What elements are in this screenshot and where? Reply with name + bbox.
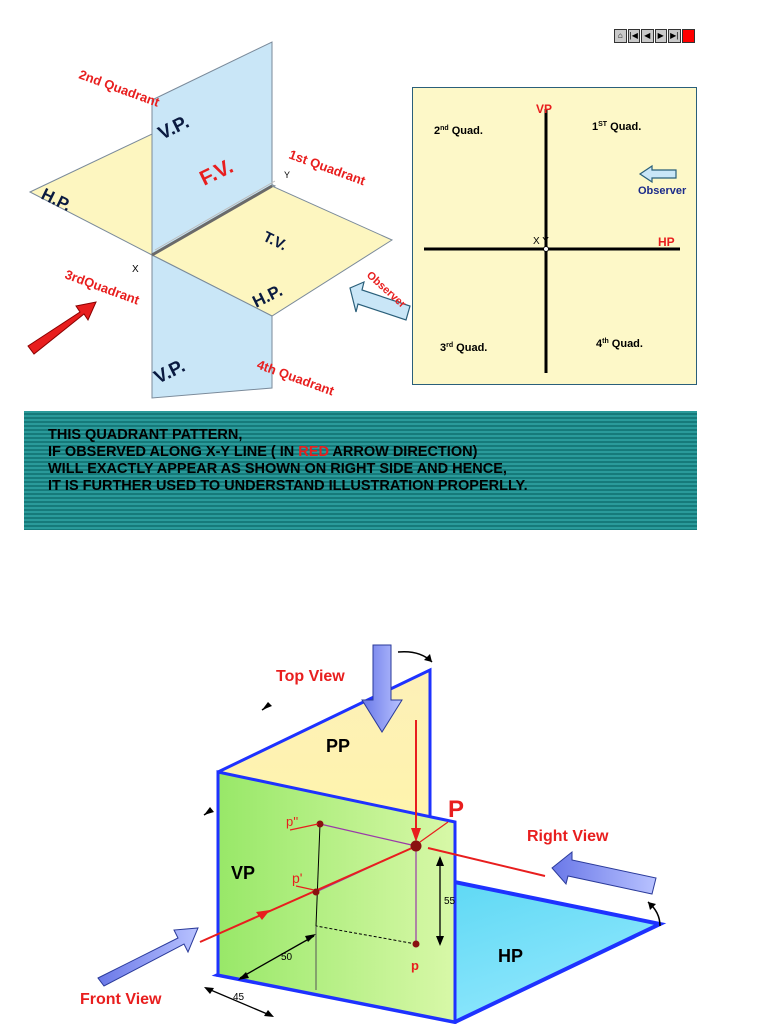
front-view-ray [199,847,413,943]
dim-arrow-icon [436,936,444,946]
projector-pp [319,823,417,847]
point-p-single-label: p' [292,870,302,886]
quad-1-label: 1ST Quad. [592,121,641,133]
quad-4-label: 4th Quad. [596,338,643,350]
observer-label: Observer [638,185,687,197]
vp-label: VP [231,863,255,883]
point-p-label: p [411,958,419,973]
last-slide-icon[interactable]: ▶| [668,29,681,43]
point-P [410,840,422,852]
vp-plane-lower [151,254,273,399]
dim-arrow-icon [264,1010,274,1017]
dim-arrow-icon [436,856,444,866]
front-view-label: Front View [80,991,162,1008]
explanation-banner: THIS QUADRANT PATTERN, IF OBSERVED ALONG… [24,411,697,530]
quadrant-3-label: 3rdQuadrant [63,267,142,308]
dim-arrow-icon [305,934,316,942]
leader-P [419,821,449,843]
explanation-line-2b: ARROW DIRECTION) [328,444,478,460]
origin-point [543,246,549,252]
explanation-text: THIS QUADRANT PATTERN, IF OBSERVED ALONG… [48,427,528,495]
slide-nav-bar: ⌂ |◀ ◀ ▶ ▶| [614,29,696,43]
point-p-double [316,820,324,828]
xy-label: X Y [533,236,549,247]
explanation-line-1: THIS QUADRANT PATTERN, [48,427,243,443]
quadrant-view-panel [412,87,697,385]
observer-arrow-icon [349,280,411,321]
y-label: Y [284,170,290,180]
next-slide-icon[interactable]: ▶ [654,29,667,43]
observer-arrow-icon [638,164,677,184]
rotation-arrowhead-icon [424,654,432,662]
vp-axis-label: VP [536,102,552,116]
isometric-quadrant-diagram: 2nd Quadrant 1st Quadrant 3rdQuadrant 4t… [27,41,411,399]
three-planes-diagram: Top View Right View Front View PP VP HP … [80,644,667,1024]
explanation-line-3: WILL EXACTLY APPEAR AS SHOWN ON RIGHT SI… [48,461,507,477]
top-view-arrow-icon [361,644,403,733]
stop-icon[interactable] [681,29,695,43]
explanation-line-2a: IF OBSERVED ALONG X-Y LINE ( IN [48,444,299,460]
xy-line-highlight [154,180,276,251]
first-slide-icon[interactable]: |◀ [627,29,640,43]
projector-pp-vertical [315,823,321,927]
point-p-double-label: p'' [286,814,298,829]
quad-2-label: 2nd Quad. [434,125,483,137]
quad-3-label: 3rd Quad. [440,342,487,354]
hp-axis-label: HP [658,235,675,249]
home-icon[interactable]: ⌂ [614,29,627,43]
rotation-arrowhead-icon [262,702,272,710]
red-arrow-icon [27,301,97,355]
quadrant-view-diagram: VP HP X Y 2nd Quad. 1ST Quad. 3rd Quad. … [424,102,687,373]
dimension-55-label: 55 [444,896,456,907]
point-p-single [312,888,320,896]
front-view-arrowhead-icon [256,910,270,920]
front-view-arrow-icon [97,927,199,987]
right-view-label: Right View [527,828,609,845]
top-view-label: Top View [276,668,345,685]
dimension-50-line [239,935,315,979]
leader-p-double [289,823,319,831]
projector-hp [315,925,417,945]
rotation-arrowhead-icon [648,902,656,910]
point-P-label: P [448,796,464,823]
hp-label: HP [498,946,523,966]
explanation-line-4: IT IS FURTHER USED TO UNDERSTAND ILLUSTR… [48,478,528,494]
right-view-arrow-icon [551,850,657,895]
xy-line [151,184,273,257]
explanation-line-2: IF OBSERVED ALONG X-Y LINE ( IN RED ARRO… [48,444,528,461]
leader-p-single [295,885,315,891]
rotation-arrowhead-icon [204,807,214,815]
dimension-45-label: 45 [233,992,245,1003]
right-view-ray [427,847,546,877]
point-p [412,940,420,948]
quadrant-2-label: 2nd Quadrant [77,67,162,110]
dim-arrow-icon [204,987,214,994]
x-label: X [132,264,139,275]
prev-slide-icon[interactable]: ◀ [641,29,654,43]
dimension-50-label: 50 [281,952,293,963]
top-view-arrowhead-icon [411,828,421,842]
dimension-45-line [205,987,273,1017]
pp-label: PP [326,736,350,756]
quadrant-1-label: 1st Quadrant [287,147,368,189]
dim-arrow-icon [238,972,249,980]
explanation-red-word: RED [298,444,329,460]
vp-plane [216,770,457,1024]
